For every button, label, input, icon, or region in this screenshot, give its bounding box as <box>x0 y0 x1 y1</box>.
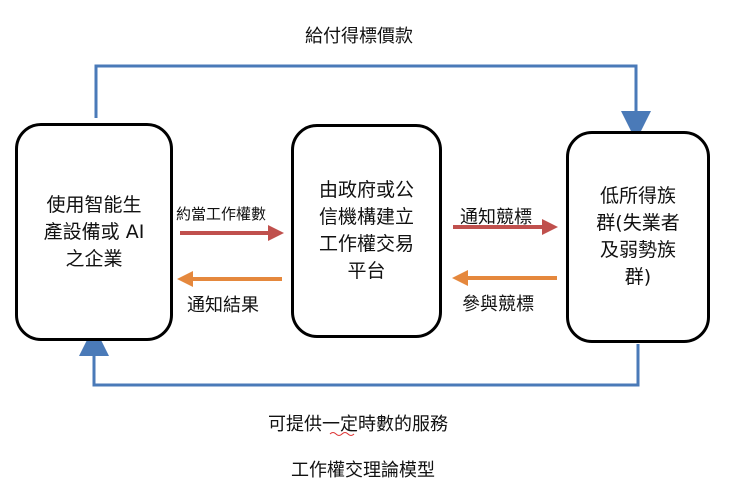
label-platform-to-enterprise: 通知結果 <box>187 295 259 316</box>
top-loop-label: 給付得標價款 <box>305 26 413 47</box>
label-platform-to-group: 通知競標 <box>460 207 532 228</box>
label-enterprise-to-platform: 約當工作權數 <box>176 205 267 223</box>
node-group: 低所得族 群(失業者 及弱勢族 群) <box>566 131 710 343</box>
diagram-caption: 工作權交理論模型 <box>291 460 435 481</box>
node-enterprise: 使用智能生 產設備或 AI 之企業 <box>15 123 173 341</box>
bottom-loop-line <box>79 326 640 387</box>
arrowhead-group-to-platform <box>452 270 468 286</box>
arrowhead-enterprise-to-platform <box>268 225 284 241</box>
bottom-loop-label: 可提供一定時數的服務 <box>268 414 448 435</box>
spellcheck-underline <box>329 432 355 436</box>
top-loop-line <box>94 64 651 141</box>
label-group-to-platform: 參與競標 <box>462 294 534 315</box>
arrowhead-platform-to-enterprise <box>177 271 193 287</box>
arrowhead-platform-to-group <box>542 219 558 235</box>
node-platform: 由政府或公 信機構建立 工作權交易 平台 <box>291 124 442 338</box>
